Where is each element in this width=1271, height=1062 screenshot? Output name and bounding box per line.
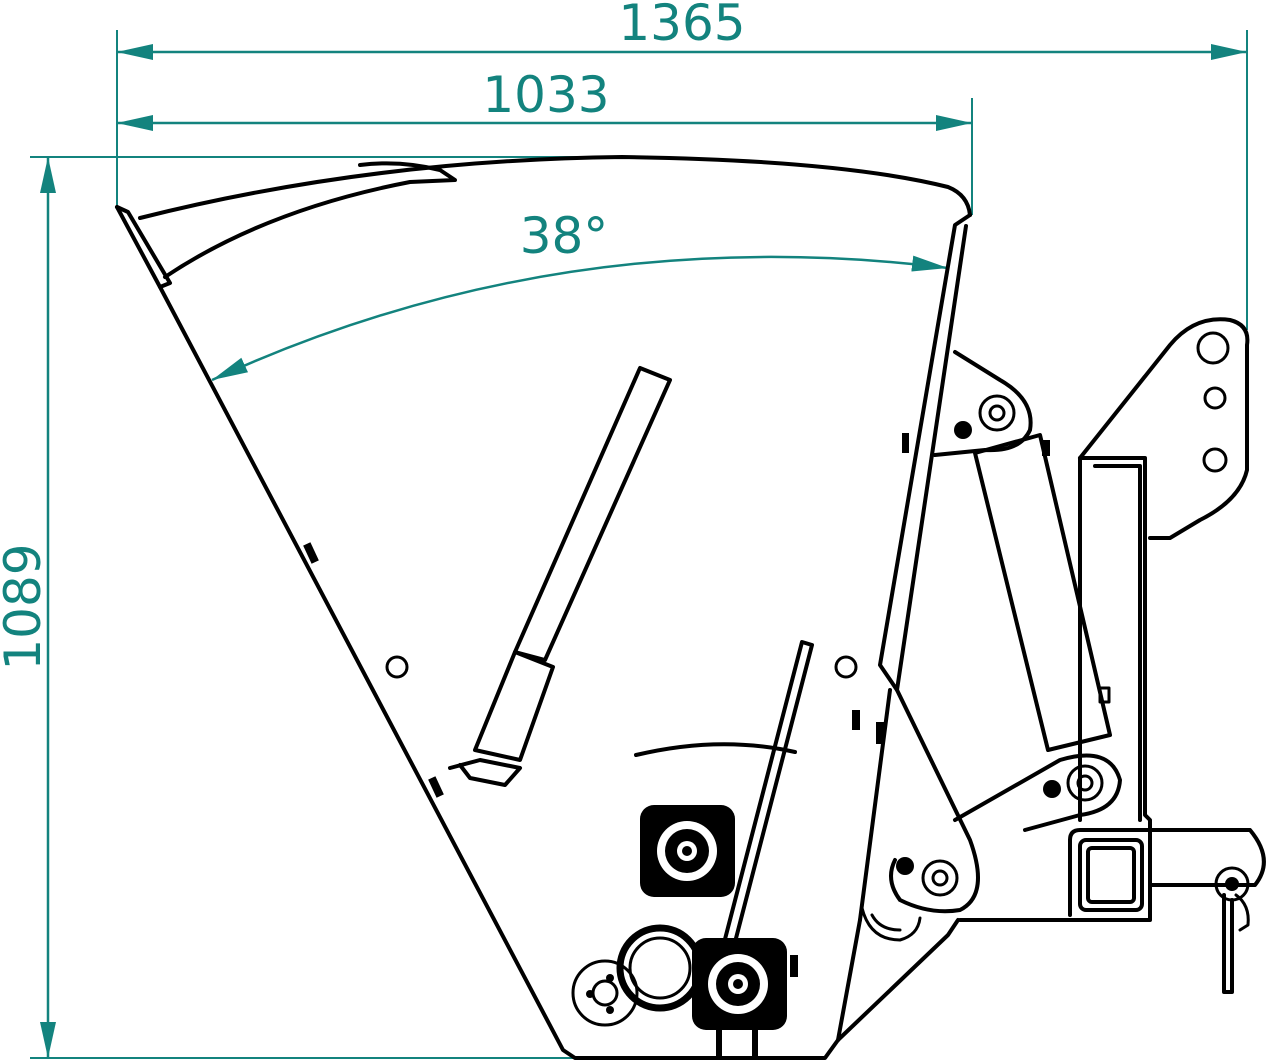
overall-width-label: 1365 <box>618 0 745 52</box>
opening-angle-label: 38° <box>520 207 609 265</box>
dimension-opening-angle: 38° <box>211 207 949 382</box>
upper-link-plate <box>933 350 1050 457</box>
motor-lower <box>692 938 787 1058</box>
blade-curve <box>634 742 797 757</box>
height-label: 1089 <box>0 543 52 670</box>
mounting-frame <box>958 456 1266 922</box>
dimension-bucket-width: 1033 <box>117 66 973 215</box>
dimension-overall-width: 1365 <box>116 0 1248 330</box>
gear-ring <box>616 924 704 1012</box>
front-link-plate <box>860 688 980 942</box>
motor-upper <box>640 805 735 897</box>
bucket-body <box>115 155 972 1060</box>
small-gear <box>571 959 639 1027</box>
body-holes <box>303 433 909 977</box>
lower-link-plate <box>953 753 1122 832</box>
bucket-cylinder <box>448 366 672 787</box>
top-bracket <box>1078 317 1250 540</box>
tilt-cylinder <box>973 433 1112 752</box>
locking-pin <box>1214 866 1250 994</box>
bucket-width-label: 1033 <box>482 66 609 124</box>
dimension-height: 1089 <box>0 156 620 1059</box>
